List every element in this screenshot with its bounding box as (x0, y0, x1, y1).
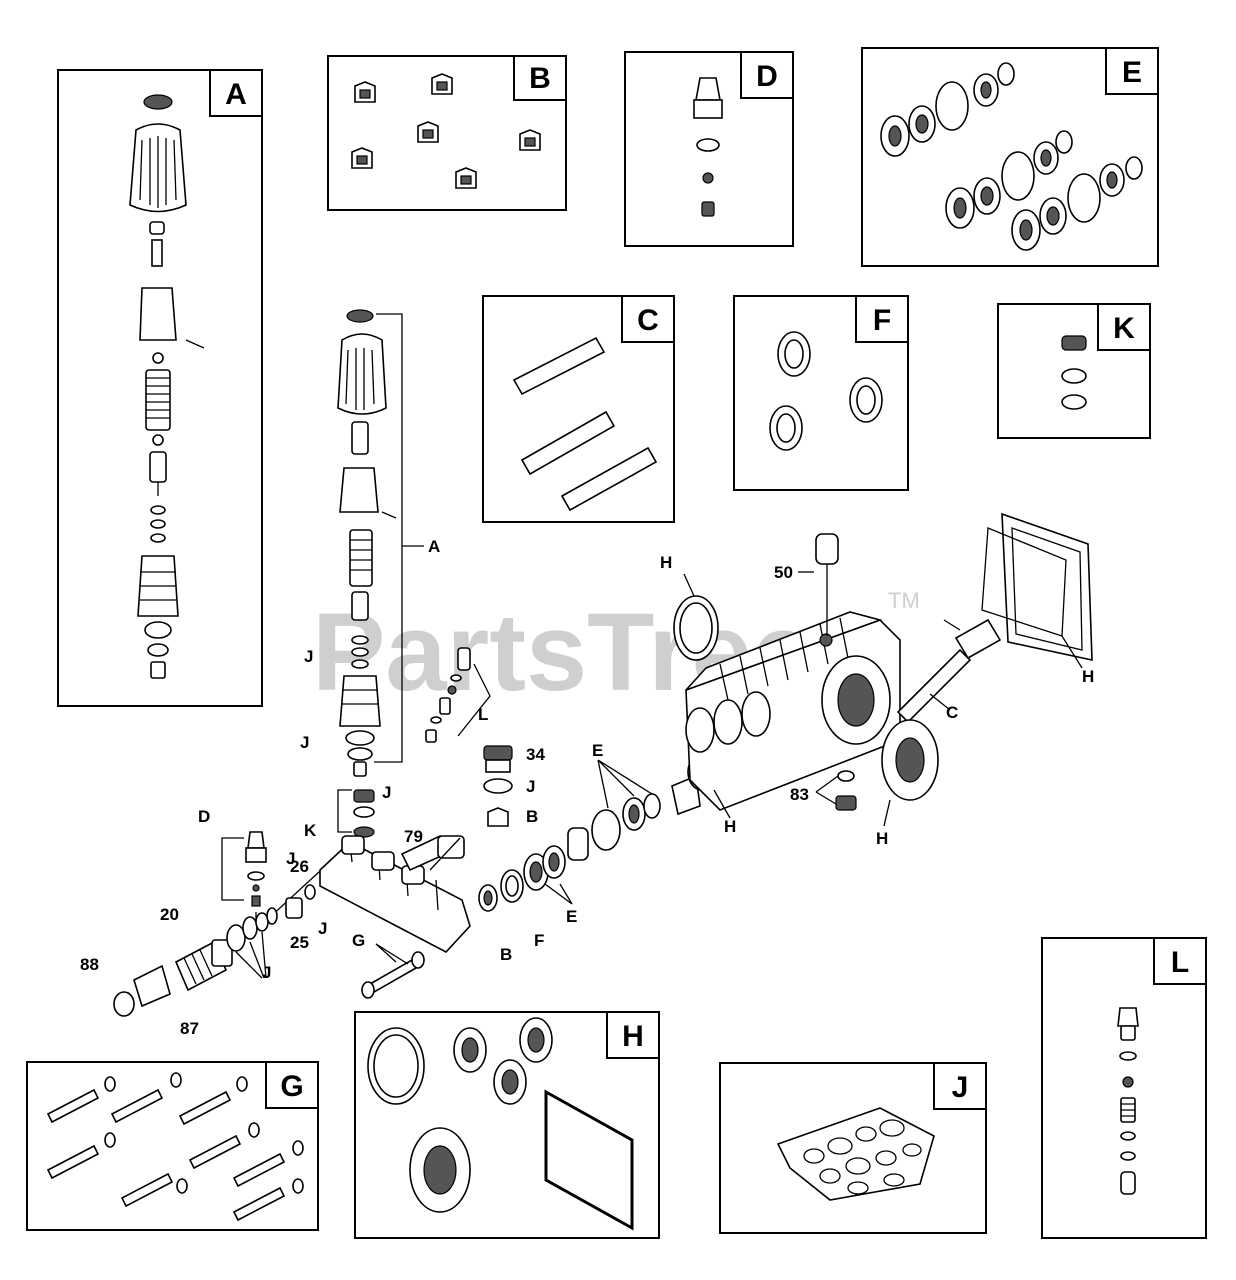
callout-h-2: H (1082, 667, 1094, 686)
callout-c: C (946, 703, 958, 722)
inset-l-letter: L (1171, 946, 1189, 979)
callout-a: A (428, 537, 440, 556)
inset-d-parts (693, 77, 723, 217)
inset-f-letter: F (873, 304, 891, 337)
callout-j-2: J (300, 733, 309, 752)
inset-b-letter: B (529, 62, 551, 95)
inset-g: G (26, 1061, 319, 1231)
inset-e: E (861, 47, 1159, 267)
inset-c-letter: C (637, 304, 659, 337)
callout-h-1: H (660, 553, 672, 572)
inset-j: J (719, 1062, 987, 1234)
inset-d: D (624, 51, 794, 247)
callout-26: 26 (290, 857, 309, 876)
inset-b: B (327, 55, 567, 211)
callout-34: 34 (526, 745, 545, 764)
inset-a-parts (129, 94, 205, 679)
inset-h-letter: H (622, 1020, 644, 1053)
inset-h: H (354, 1011, 660, 1239)
inset-f: F (733, 295, 909, 491)
callout-83: 83 (790, 785, 809, 804)
callout-50: 50 (774, 563, 793, 582)
inset-k: K (997, 303, 1151, 439)
callout-f: F (534, 931, 544, 950)
callout-h-3: H (724, 817, 736, 836)
inset-c-pins (512, 336, 658, 512)
inset-e-seals (880, 62, 1143, 251)
callout-j-7: J (262, 963, 271, 982)
callout-labels: A J J J K L 34 J B 79 D J 26 20 25 J J G… (80, 537, 1094, 1038)
callout-k: K (304, 821, 317, 840)
callout-g: G (352, 931, 365, 950)
inset-b-nozzles (351, 73, 541, 189)
watermark-trademark: TM (888, 588, 920, 613)
callout-87: 87 (180, 1019, 199, 1038)
inset-e-letter: E (1122, 56, 1142, 89)
callout-e-2: E (566, 907, 577, 926)
inset-l: L (1041, 937, 1207, 1239)
inset-j-letter: J (952, 1071, 969, 1104)
inset-f-seals (769, 331, 883, 451)
callout-d: D (198, 807, 210, 826)
callout-l: L (478, 705, 488, 724)
callout-j-4: J (526, 777, 535, 796)
callout-b-1: B (526, 807, 538, 826)
inset-h-parts (367, 1017, 634, 1231)
inset-k-letter: K (1113, 312, 1135, 345)
callout-79: 79 (404, 827, 423, 846)
callout-j-3: J (382, 783, 391, 802)
inset-g-bolts (46, 1072, 304, 1222)
inset-l-parts (1117, 1007, 1139, 1195)
inset-c: C (482, 295, 675, 523)
main-assembly (113, 309, 1093, 1017)
callout-e-1: E (592, 741, 603, 760)
callout-j-1: J (304, 647, 313, 666)
inset-j-seal-kit (776, 1107, 935, 1201)
callout-88: 88 (80, 955, 99, 974)
callout-b-2: B (500, 945, 512, 964)
inset-g-letter: G (280, 1070, 303, 1103)
callout-20: 20 (160, 905, 179, 924)
inset-k-parts (1061, 335, 1087, 410)
callout-j-6: J (318, 919, 327, 938)
callout-25: 25 (290, 933, 309, 952)
callout-h-4: H (876, 829, 888, 848)
callout-j-5: J (286, 849, 295, 868)
inset-a-letter: A (225, 78, 247, 111)
inset-d-letter: D (756, 60, 778, 93)
inset-a: A (57, 69, 263, 707)
